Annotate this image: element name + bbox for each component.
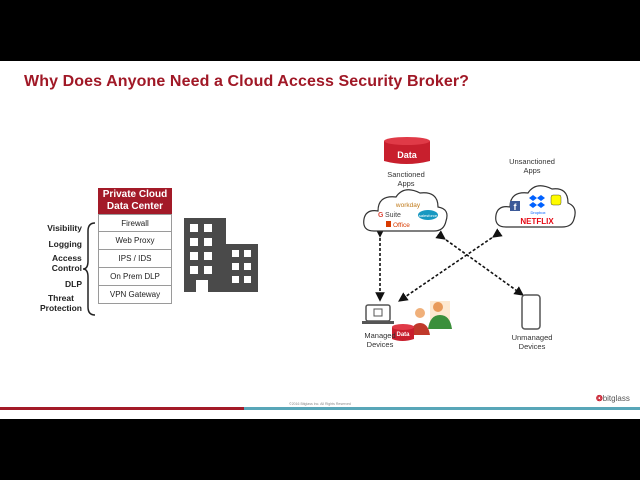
function-threat-line1: Threat (47, 293, 74, 303)
snapchat-icon (550, 194, 562, 206)
stack-row-firewall: Firewall (98, 214, 172, 232)
stack-header-line2: Data Center (106, 201, 164, 212)
arrow-sanctioned-unmanaged (435, 230, 524, 296)
netflix-logo: NETFLIX (520, 217, 554, 226)
managed-label-line1: Managed (364, 331, 395, 340)
function-access-line2: Control (51, 263, 82, 273)
function-threat-line2: Protection (39, 303, 82, 313)
function-dlp: DLP (65, 279, 82, 289)
security-functions-list: Visibility Logging Access Control DLP Th… (28, 219, 82, 319)
sanctioned-apps-cloud: workday G Suite salesforce Office (363, 189, 448, 232)
office-building-icon (184, 218, 258, 292)
slide: Why Does Anyone Need a Cloud Access Secu… (0, 61, 640, 419)
facebook-icon (510, 201, 520, 211)
dropbox-logo: Dropbox (530, 210, 545, 215)
stack-row-on-prem-dlp: On Prem DLP (98, 268, 172, 286)
smartphone-icon (521, 294, 541, 330)
device-data-label: Data (396, 332, 410, 338)
arrow-unsanctioned-managed (398, 228, 503, 302)
sanctioned-label-line1: Sanctioned (387, 170, 425, 179)
stack-row-web-proxy: Web Proxy (98, 232, 172, 250)
function-access-control: Access Control (52, 253, 82, 273)
curly-brace (82, 222, 96, 316)
data-cylinder-label: Data (397, 150, 418, 160)
private-cloud-stack: Private Cloud Data Center Firewall Web P… (98, 188, 172, 304)
device-data-cylinder-icon (392, 327, 414, 341)
office-logo: Office (393, 222, 410, 229)
facebook-logo: f (514, 202, 518, 212)
footer-bar-teal (244, 407, 640, 410)
office-icon (386, 221, 391, 227)
footer-bar-red (0, 407, 244, 410)
salesforce-cloud-icon (418, 210, 438, 220)
laptop-icon (365, 304, 391, 322)
brand-text: bitglass (602, 394, 630, 403)
dropbox-icon (529, 195, 545, 208)
salesforce-logo: salesforce (419, 213, 438, 218)
function-access-line1: Access (52, 253, 82, 263)
unmanaged-label-line1: Unmanaged (512, 333, 553, 342)
stack-header-line1: Private Cloud (102, 189, 168, 200)
gsuite-logo: Suite (385, 212, 401, 219)
lock-icon (373, 308, 383, 317)
stack-header: Private Cloud Data Center (98, 188, 172, 214)
bitglass-logo: ❂bitglass (596, 394, 630, 403)
function-visibility: Visibility (47, 223, 82, 233)
managed-devices-group: Data (362, 301, 452, 341)
unmanaged-label-line2: Devices (519, 342, 546, 351)
managed-label-line2: Devices (367, 340, 394, 349)
data-cylinder-icon: Data (384, 137, 430, 164)
function-threat-protection: Threat Protection (40, 293, 82, 313)
function-logging: Logging (48, 239, 82, 249)
gsuite-g-icon: G (378, 212, 384, 219)
sanctioned-label-line2: Apps (397, 179, 414, 188)
unsanctioned-apps-cloud: f Dropbox NETFLIX (495, 185, 576, 228)
bitglass-mark-icon: ❂ (596, 394, 603, 403)
cloud-diagram: Data Sanctioned Apps workday G Suite sal… (362, 137, 576, 351)
stack-row-ips-ids: IPS / IDS (98, 250, 172, 268)
slide-title: Why Does Anyone Need a Cloud Access Secu… (24, 73, 470, 90)
unsanctioned-label-line2: Apps (523, 166, 540, 175)
workday-logo: workday (395, 202, 421, 209)
stack-row-vpn-gateway: VPN Gateway (98, 286, 172, 304)
footer-copyright: ©2016 Bitglass Inc. All Rights Reserved (289, 402, 351, 406)
unsanctioned-label-line1: Unsanctioned (509, 157, 555, 166)
